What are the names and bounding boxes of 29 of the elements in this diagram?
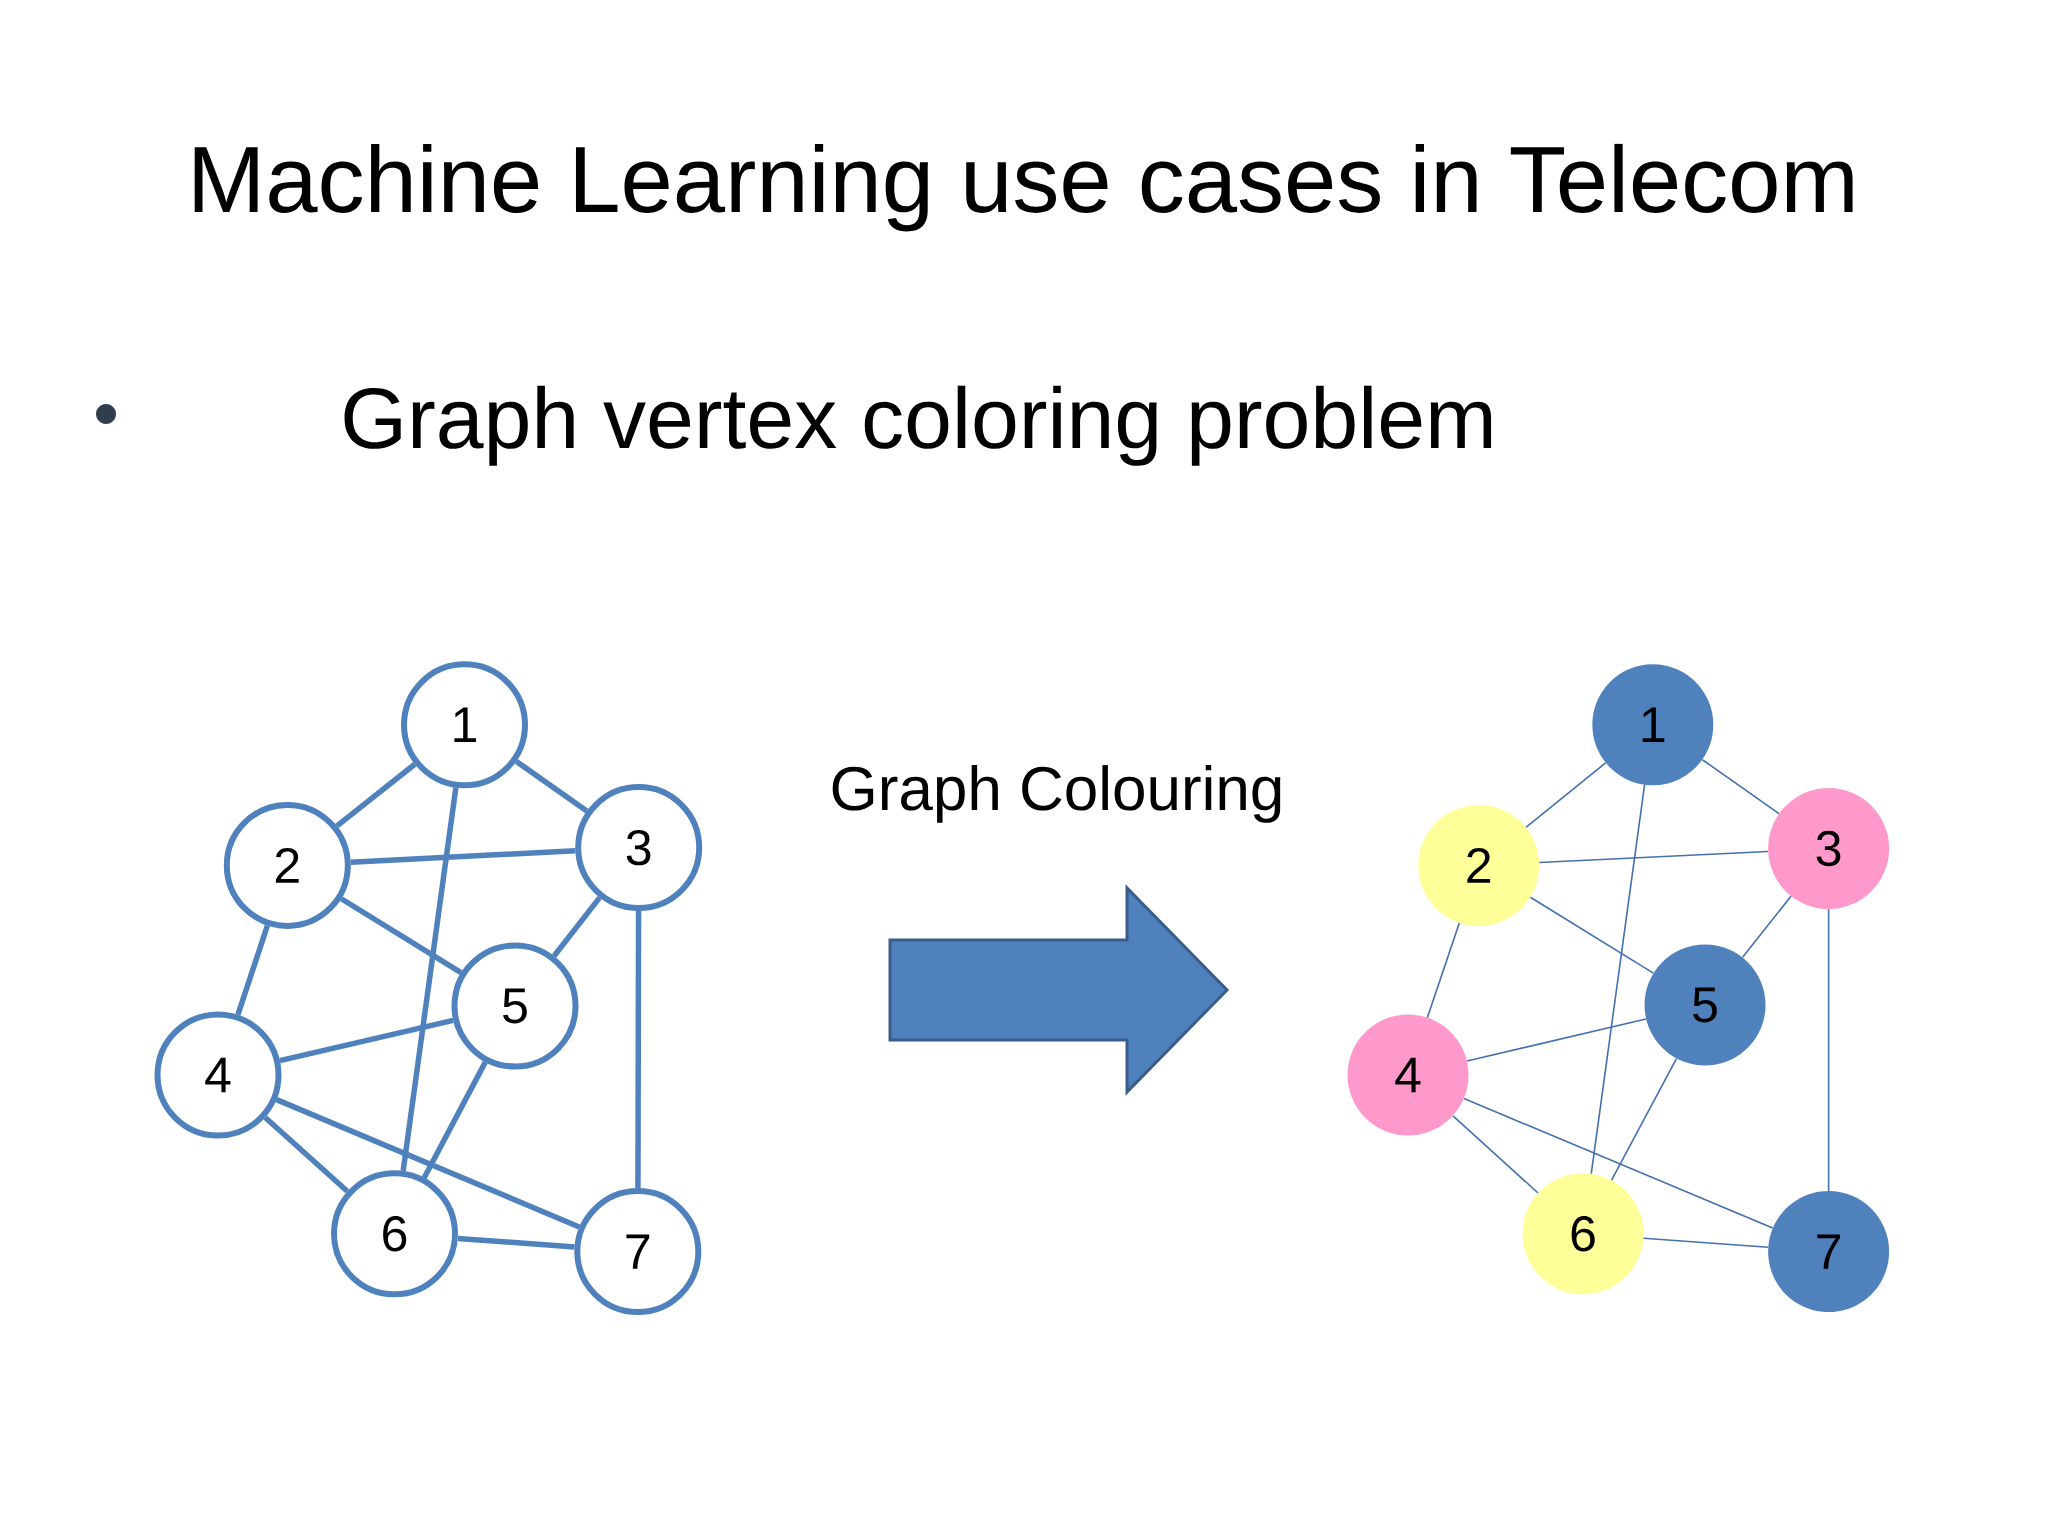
graph-edge [1590, 784, 1646, 1175]
graph-edge [275, 1097, 581, 1230]
graph-edge [1610, 1057, 1678, 1182]
graph-edge [1525, 762, 1607, 829]
graph-edge [1426, 922, 1461, 1019]
slide-title: Machine Learning use cases in Telecom [194, 143, 1853, 232]
graph-edge [551, 895, 602, 958]
graph-edge [1529, 896, 1655, 974]
arrow-caption: Graph Colouring [832, 765, 1281, 823]
graph-edge [1466, 1018, 1647, 1062]
graph-edge [279, 1017, 454, 1064]
graph-edge [350, 848, 576, 865]
bullet-text: Graph vertex coloring problem [344, 385, 1492, 466]
graph-edge [421, 1060, 488, 1179]
graph-edge [1642, 1237, 1769, 1248]
graph-edge [1463, 1097, 1774, 1229]
graph-edge [457, 1235, 575, 1250]
graph-edge [335, 762, 417, 829]
graph-edge [1538, 850, 1769, 864]
graph-edge [1741, 895, 1792, 959]
graph-edge [1452, 1115, 1539, 1194]
graph-edge [263, 1115, 350, 1194]
graph-edge [400, 787, 459, 1172]
graph-edge [1701, 758, 1780, 815]
graph-edge [635, 911, 642, 1189]
graph-edge [1827, 908, 1830, 1192]
graph-edge [235, 924, 270, 1016]
graph-edge [514, 759, 589, 814]
graph-edge [339, 896, 463, 975]
